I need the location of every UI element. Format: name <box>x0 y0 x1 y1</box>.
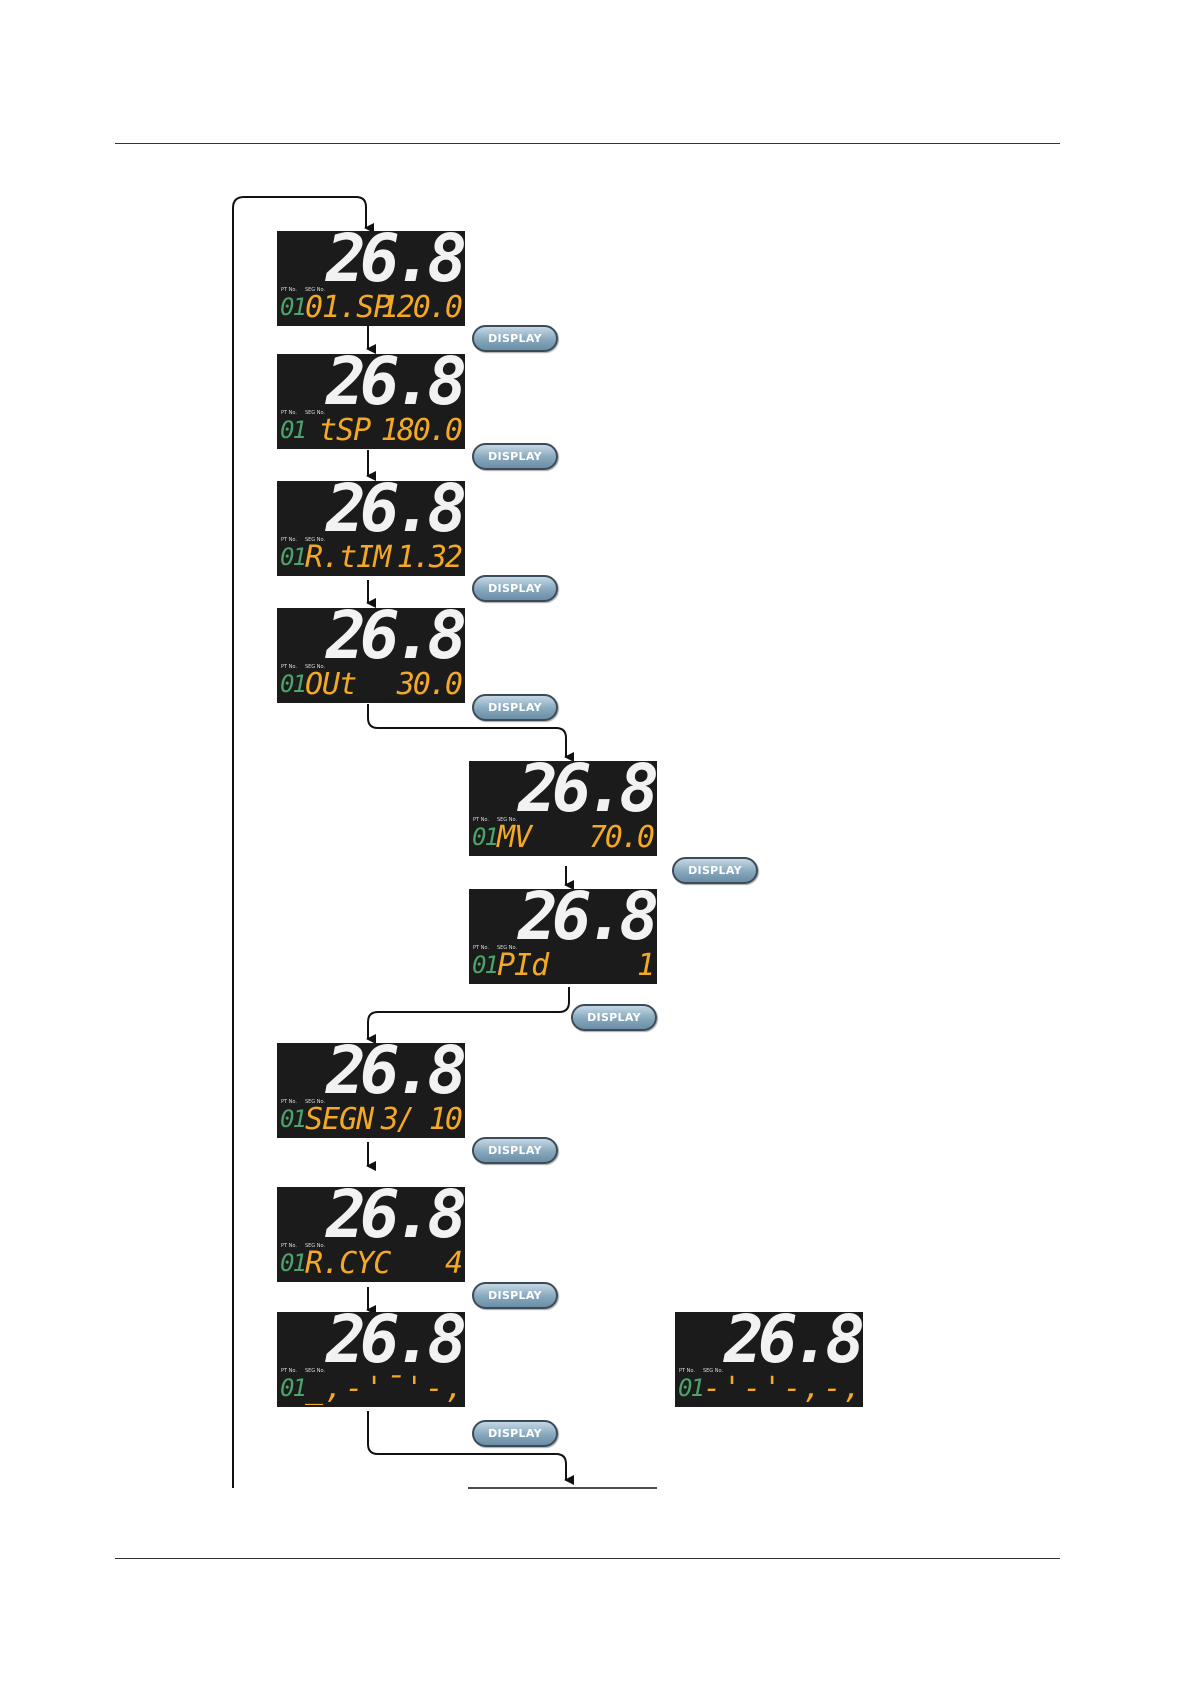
ptn-tag: PT No. <box>281 537 297 543</box>
parameter-value: 3/ 10 <box>380 1102 463 1137</box>
ptn-tag: PT No. <box>473 945 489 951</box>
pv-readout: 26.8 <box>518 761 657 827</box>
pattern-graph: -'-'-,-,- <box>703 1371 863 1406</box>
parameter-name: R.tIM <box>305 540 391 575</box>
parameter-value: 1.32 <box>396 540 463 575</box>
display-key-button[interactable]: DISPLAY <box>472 575 558 602</box>
parameter-value: 4 <box>444 1246 463 1281</box>
indicator-tags: PT No. SEG No. <box>281 665 333 670</box>
ptn-tag: PT No. <box>281 1099 297 1105</box>
seg-tag: SEG No. <box>304 1243 326 1249</box>
lcd-screen-pid: 26.8 PT No. SEG No. 01 PId 1 <box>469 889 657 984</box>
indicator-tags: PT No. SEG No. <box>473 818 525 823</box>
display-key-button[interactable]: DISPLAY <box>472 1420 558 1447</box>
lcd-screen-program-pattern-alt: 26.8 PT No. SEG No. 01 -'-'-,-,- <box>675 1312 863 1407</box>
seg-tag: SEG No. <box>702 1368 724 1374</box>
lcd-screen-tsp: 26.8 PT No. SEG No. 01 tSP 180.0 <box>277 354 465 449</box>
arrow-out-to-mv <box>367 704 574 762</box>
display-key-button[interactable]: DISPLAY <box>472 1137 558 1164</box>
pattern-number: 01 <box>472 951 499 979</box>
pv-readout: 26.8 <box>326 481 465 547</box>
lcd-screen-rcyc: 26.8 PT No. SEG No. 01 R.CYC 4 <box>277 1187 465 1282</box>
pv-readout: 26.8 <box>326 1043 465 1109</box>
seg-tag: SEG No. <box>496 817 518 823</box>
indicator-tags: PT No. SEG No. <box>281 288 333 293</box>
pv-readout: 26.8 <box>326 354 465 420</box>
ptn-tag: PT No. <box>281 287 297 293</box>
indicator-tags: PT No. SEG No. <box>281 411 333 416</box>
pattern-number: 01 <box>280 670 307 698</box>
seg-tag: SEG No. <box>304 1368 326 1374</box>
parameter-name: SEGN <box>305 1102 374 1137</box>
ptn-tag: PT No. <box>679 1368 695 1374</box>
lcd-screen-out: 26.8 PT No. SEG No. 01 OUt 30.0 <box>277 608 465 703</box>
parameter-value: 120.0 <box>380 290 463 325</box>
indicator-tags: PT No. SEG No. <box>281 1369 333 1374</box>
display-key-button[interactable]: DISPLAY <box>672 857 758 884</box>
seg-tag: SEG No. <box>304 287 326 293</box>
display-key-button[interactable]: DISPLAY <box>472 1282 558 1309</box>
display-key-button[interactable]: DISPLAY <box>472 443 558 470</box>
ptn-tag: PT No. <box>473 817 489 823</box>
arrow-pid-to-segn <box>366 987 570 1044</box>
display-key-button[interactable]: DISPLAY <box>472 694 558 721</box>
pattern-number: 01 <box>280 293 307 321</box>
pattern-number: 01 <box>280 1249 307 1277</box>
indicator-tags: PT No. SEG No. <box>281 1100 333 1105</box>
display-key-button[interactable]: DISPLAY <box>472 325 558 352</box>
lcd-screen-mv: 26.8 PT No. SEG No. 01 MV 70.0 <box>469 761 657 856</box>
pv-readout: 26.8 <box>518 889 657 955</box>
seg-tag: SEG No. <box>304 410 326 416</box>
arrow-prog-to-next <box>367 1411 574 1485</box>
lcd-screen-rtim: 26.8 PT No. SEG No. 01 R.tIM 1.32 <box>277 481 465 576</box>
seg-tag: SEG No. <box>496 945 518 951</box>
pattern-number: 01 <box>280 1374 307 1402</box>
pattern-number: 01 <box>280 1105 307 1133</box>
ptn-tag: PT No. <box>281 410 297 416</box>
pv-readout: 26.8 <box>724 1312 863 1378</box>
display-key-button[interactable]: DISPLAY <box>571 1004 657 1031</box>
footer-rule <box>115 1558 1060 1559</box>
pattern-number: 01 <box>280 543 307 571</box>
pattern-number: 01 <box>678 1374 705 1402</box>
pattern-number: 01 <box>472 823 499 851</box>
indicator-tags: PT No. SEG No. <box>281 1244 333 1249</box>
parameter-name: 01.SP <box>305 290 391 325</box>
seg-tag: SEG No. <box>304 1099 326 1105</box>
parameter-value: 180.0 <box>380 413 463 448</box>
header-rule <box>115 143 1060 144</box>
pv-readout: 26.8 <box>326 231 465 297</box>
parameter-name: tSP <box>319 413 371 448</box>
parameter-value: 70.0 <box>588 820 655 855</box>
parameter-name: MV <box>497 820 532 855</box>
indicator-tags: PT No. SEG No. <box>473 946 525 951</box>
indicator-tags: PT No. SEG No. <box>679 1369 731 1374</box>
ptn-tag: PT No. <box>281 1368 297 1374</box>
ptn-tag: PT No. <box>281 1243 297 1249</box>
parameter-value: 1 <box>636 948 655 983</box>
pattern-number: 01 <box>280 416 307 444</box>
seg-tag: SEG No. <box>304 537 326 543</box>
pv-readout: 26.8 <box>326 1312 465 1378</box>
parameter-value: 30.0 <box>396 667 463 702</box>
parameter-name: OUt <box>305 667 357 702</box>
lcd-screen-segn: 26.8 PT No. SEG No. 01 SEGN 3/ 10 <box>277 1043 465 1138</box>
ptn-tag: PT No. <box>281 664 297 670</box>
lcd-screen-program-pattern: 26.8 PT No. SEG No. 01 _,-'¯'-,_ <box>277 1312 465 1407</box>
parameter-name: PId <box>497 948 549 983</box>
pv-readout: 26.8 <box>326 608 465 674</box>
seg-tag: SEG No. <box>304 664 326 670</box>
parameter-name: R.CYC <box>305 1246 391 1281</box>
indicator-tags: PT No. SEG No. <box>281 538 333 543</box>
lcd-screen-sp: 26.8 PT No. SEG No. 01 01.SP 120.0 <box>277 231 465 326</box>
loop-back-line <box>232 196 374 1488</box>
pv-readout: 26.8 <box>326 1187 465 1253</box>
pattern-graph: _,-'¯'-,_ <box>305 1371 465 1406</box>
